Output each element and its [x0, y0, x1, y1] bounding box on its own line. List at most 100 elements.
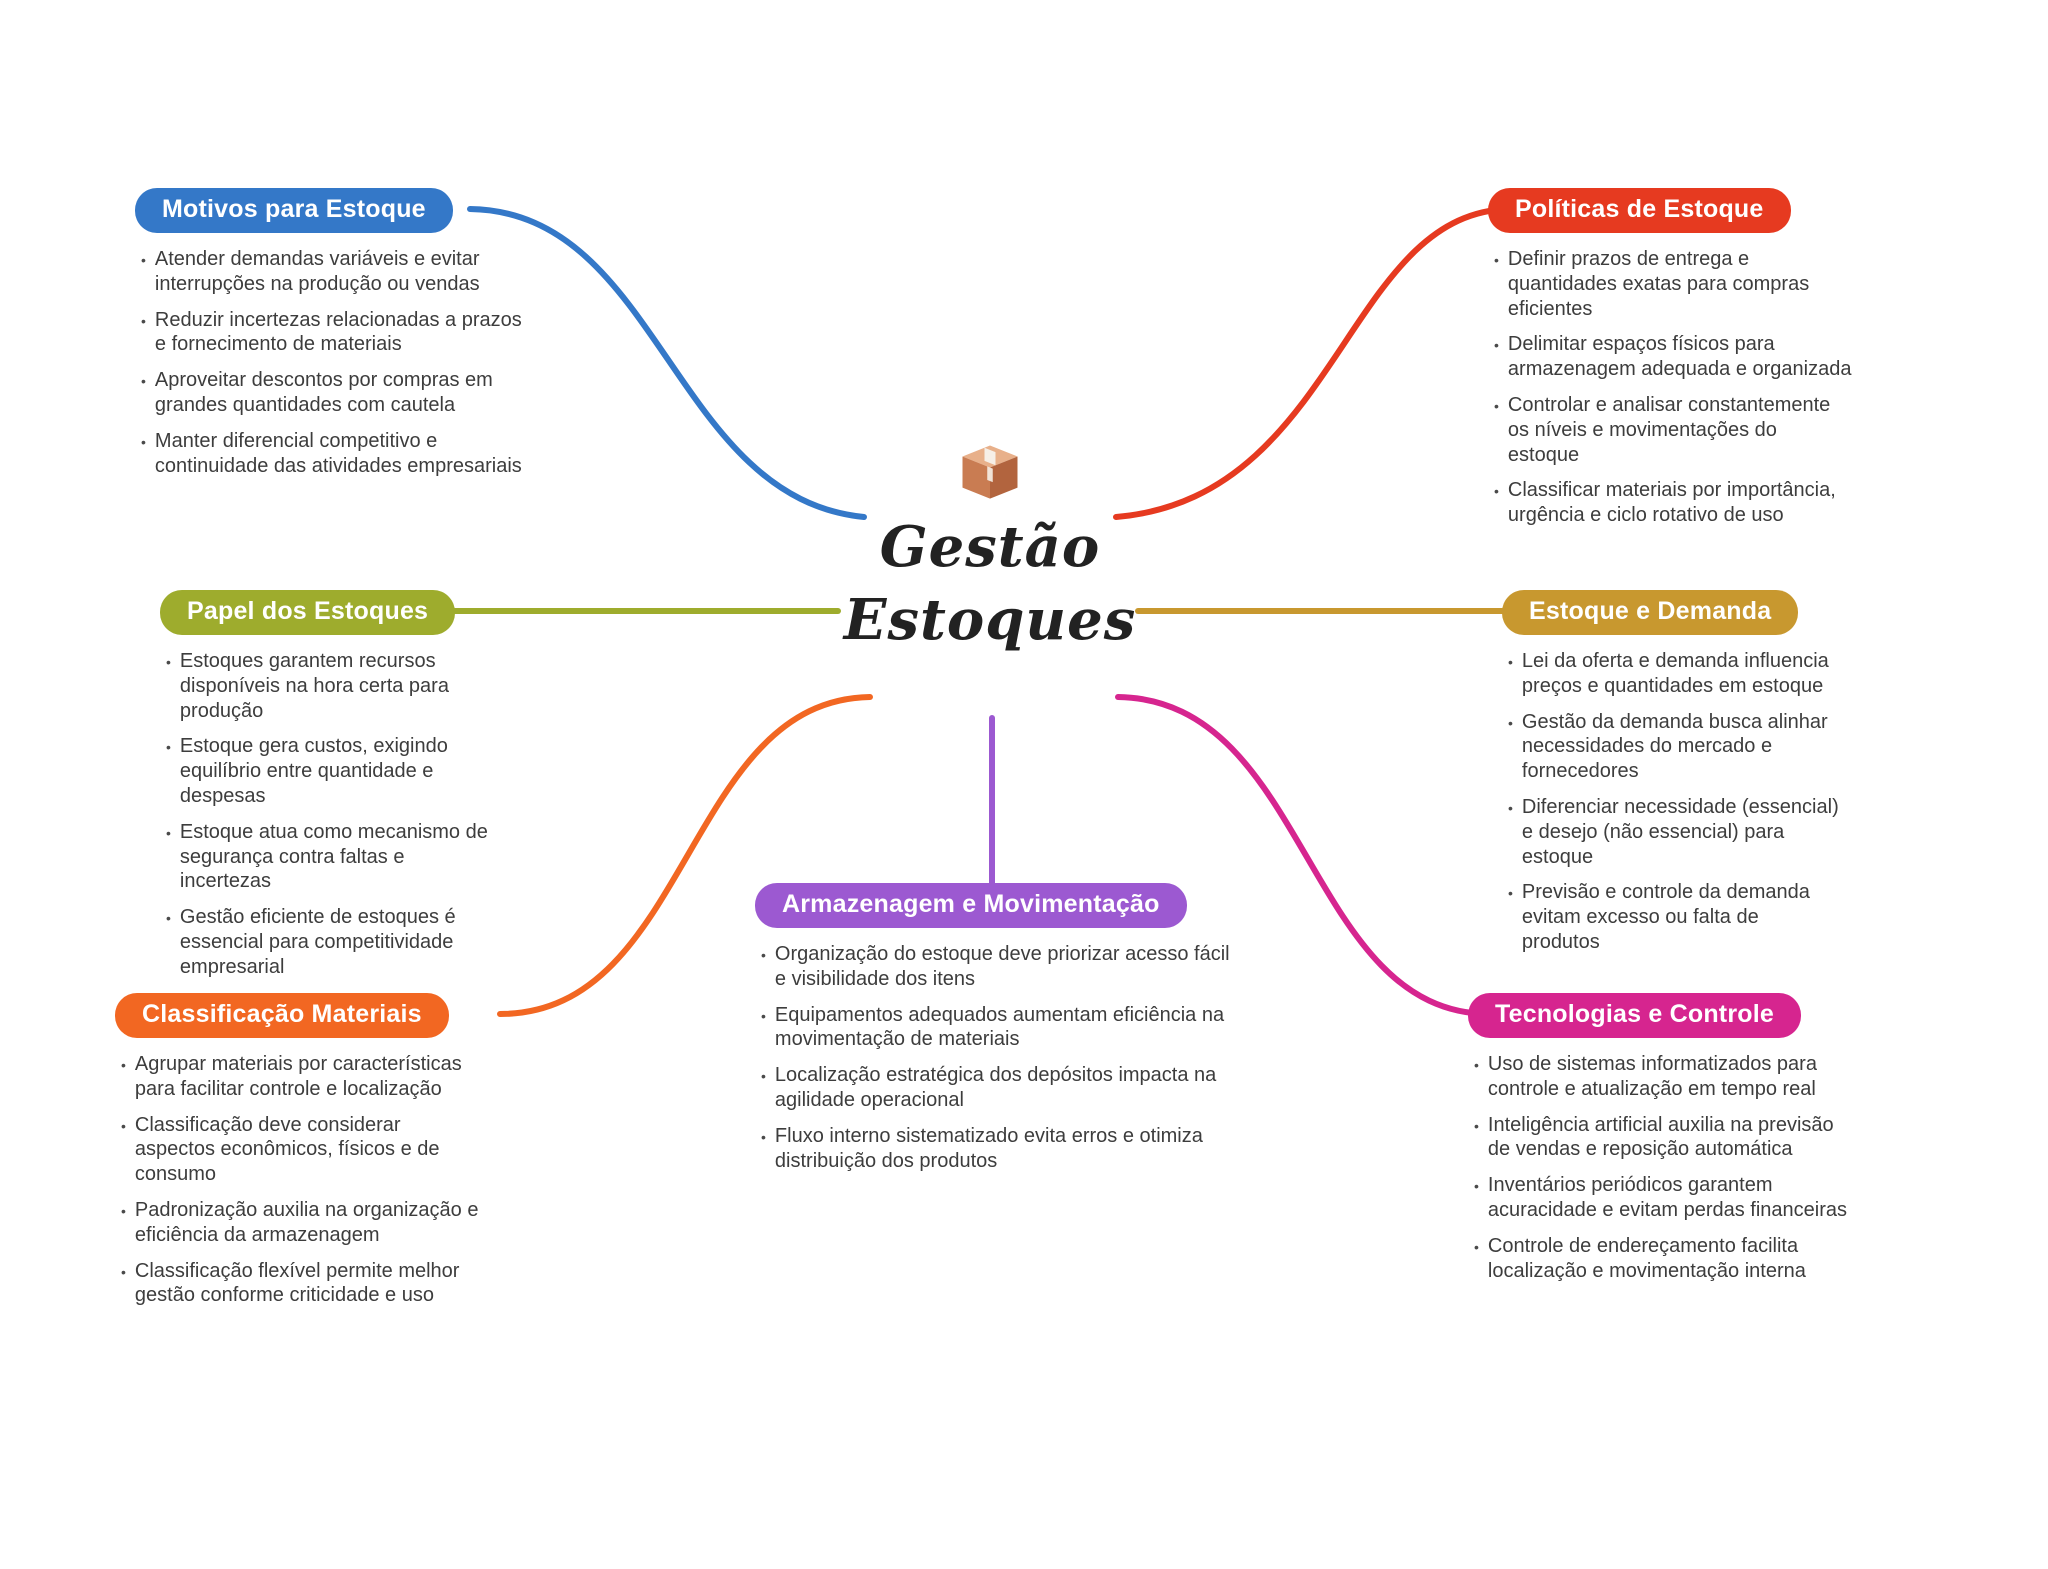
bullet-text: Uso de sistemas informatizados para cont… — [1487, 1053, 1817, 1100]
bullet-icon: • — [121, 1202, 126, 1219]
bullet-item: • Classificar materiais por importância, … — [1494, 478, 1853, 528]
branch-armazenagem-movimentacao: Armazenagem e Movimentação •Organização … — [755, 883, 1235, 1184]
branch-header-papel-dos-estoques: Papel dos Estoques — [160, 590, 456, 635]
bullet-icon: • — [761, 1007, 766, 1024]
bullet-icon: • — [141, 312, 146, 329]
bullet-icon: • — [1494, 252, 1499, 268]
bullet-icon: • — [141, 373, 146, 390]
bullet-icon: • — [1508, 714, 1513, 731]
bullet-item: • Gestão da demanda busca alinhar necessi… — [1508, 710, 1842, 784]
bullet-text: Fluxo interno sistematizado evita erros … — [774, 1124, 1203, 1172]
bullet-text: Classificação deve considerar aspectos e… — [134, 1113, 440, 1186]
branch-bullets: •Organização do estoque deve priorizar a… — [755, 942, 1235, 1173]
bullet-icon: • — [121, 1263, 126, 1280]
branch-motivos-para-estoque: Motivos para Estoque • Atender demandas v… — [135, 188, 530, 489]
bullet-item: • Atender demandas variáveis e evitar int… — [141, 247, 530, 297]
bullet-text: Lei da oferta e demanda influencia preço… — [1521, 650, 1829, 697]
bullet-text: Reduzir incertezas relacionadas a prazos… — [154, 308, 522, 356]
bullet-icon: • — [141, 252, 146, 268]
bullet-item: • Padronização auxilia na organização e e… — [121, 1198, 480, 1248]
bullet-text: Atender demandas variáveis e evitar inte… — [154, 248, 480, 295]
bullet-icon: • — [141, 433, 146, 450]
bullet-icon: • — [1494, 397, 1499, 414]
bullet-item: • Definir prazos de entrega e quantidades… — [1494, 247, 1853, 321]
branch-bullets: • Atender demandas variáveis e evitar int… — [135, 247, 530, 478]
branch-header-classificacao-materiais: Classificação Materiais — [115, 993, 449, 1038]
bullet-item: • Manter diferencial competitivo e contin… — [141, 429, 530, 479]
center-title-line2: Estoques — [843, 586, 1137, 653]
bullet-item: • Reduzir incertezas relacionadas a prazo… — [141, 308, 530, 358]
bullet-text: Aproveitar descontos por compras em gran… — [154, 369, 493, 416]
bullet-text: Delimitar espaços físicos para armazenag… — [1507, 333, 1852, 381]
bullet-text: Localização estratégica dos depósitos im… — [774, 1064, 1217, 1111]
branch-header-motivos-para-estoque: Motivos para Estoque — [135, 188, 453, 233]
branch-header-tecnologias-e-controle: Tecnologias e Controle — [1468, 993, 1801, 1038]
bullet-icon: • — [761, 1068, 766, 1085]
bullet-icon: • — [166, 739, 171, 756]
bullet-item: • Diferenciar necessidade (essencial) e d… — [1508, 795, 1842, 869]
bullet-text: Agrupar materiais por características pa… — [134, 1053, 462, 1100]
bullet-icon: • — [166, 654, 171, 670]
bullet-item: • Agrupar materiais por características p… — [121, 1052, 480, 1102]
branch-bullets: • Definir prazos de entrega e quantidades… — [1488, 247, 1853, 528]
branch-estoque-e-demanda: Estoque e Demanda • Lei da oferta e deman… — [1502, 590, 1842, 966]
bullet-item: • Localização estratégica dos depósitos i… — [761, 1063, 1235, 1113]
bullet-icon: • — [166, 910, 171, 927]
bullet-icon: • — [1508, 654, 1513, 670]
bullet-item: • Previsão e controle da demanda evitam e… — [1508, 880, 1842, 954]
bullet-item: • Lei da oferta e demanda influencia preç… — [1508, 649, 1842, 699]
branch-bullets: • Agrupar materiais por características p… — [115, 1052, 480, 1308]
branch-politicas-de-estoque: Políticas de Estoque • Definir prazos de … — [1488, 188, 1853, 539]
bullet-text: Gestão da demanda busca alinhar necessid… — [1521, 710, 1828, 783]
connector-motivos-para-estoque — [467, 206, 867, 520]
bullet-text: Equipamentos adequados aumentam eficiênc… — [774, 1003, 1225, 1051]
bullet-text: Estoque gera custos, exigindo equilíbrio… — [179, 735, 448, 807]
branch-header-armazenagem-movimentacao: Armazenagem e Movimentação — [755, 883, 1187, 928]
package-icon — [962, 445, 1018, 499]
branch-classificacao-materiais: Classificação Materiais • Agrupar materia… — [115, 993, 480, 1319]
center-title-line1: Gestão — [879, 514, 1101, 580]
bullet-item: • Controle de endereçamento facilita loca… — [1474, 1234, 1853, 1284]
bullet-icon: • — [1508, 885, 1513, 902]
bullet-item: •Inteligência artificial auxilia na prev… — [1474, 1113, 1853, 1163]
bullet-icon: • — [166, 824, 171, 841]
bullet-item: • Equipamentos adequados aumentam eficiên… — [761, 1003, 1235, 1053]
bullet-text: Controle de endereçamento facilita local… — [1487, 1234, 1806, 1282]
connector-tecnologias-e-controle — [1115, 694, 1493, 1017]
bullet-icon: • — [761, 947, 766, 963]
center-node: Gestão Estoques — [830, 440, 1150, 657]
bullet-text: Estoque atua como mecanismo de segurança… — [179, 820, 488, 893]
branch-bullets: • Uso de sistemas informatizados para con… — [1468, 1052, 1853, 1283]
bullet-item: •Inventários periódicos garantem acuraci… — [1474, 1173, 1853, 1223]
branch-header-politicas-de-estoque: Políticas de Estoque — [1488, 188, 1791, 233]
bullet-icon: • — [1474, 1117, 1479, 1134]
bullet-item: •Uso de sistemas informatizados para con… — [1474, 1052, 1853, 1102]
bullet-text: Manter diferencial competitivo e continu… — [154, 429, 522, 477]
bullet-item: •Classificação flexível permite melhor g… — [121, 1259, 480, 1309]
bullet-item: • Estoque atua como mecanismo de seguranç… — [166, 820, 500, 894]
bullet-item: • Gestão eficiente de estoques é essencia… — [166, 905, 500, 979]
bullet-text: Definir prazos de entrega e quantidades … — [1507, 248, 1810, 320]
bullet-icon: • — [1474, 1238, 1479, 1255]
bullet-icon: • — [1494, 483, 1499, 500]
bullet-text: Padronização auxilia na organização e ef… — [134, 1198, 479, 1246]
bullet-icon: • — [121, 1117, 126, 1134]
bullet-icon: • — [761, 1128, 766, 1145]
bullet-item: •Estoques garantem recursos disponíveis … — [166, 649, 500, 723]
bullet-text: Diferenciar necessidade (essencial) e de… — [1521, 795, 1839, 868]
bullet-text: Gestão eficiente de estoques é essencial… — [179, 906, 456, 978]
bullet-item: • Estoque gera custos, exigindo equilíbri… — [166, 734, 500, 808]
bullet-text: Classificar materiais por importância, u… — [1507, 479, 1836, 527]
bullet-item: •Delimitar espaços físicos para armazena… — [1494, 332, 1853, 382]
bullet-item: • Classificação deve considerar aspectos … — [121, 1113, 480, 1187]
branch-papel-dos-estoques: Papel dos Estoques •Estoques garantem re… — [160, 590, 500, 991]
branch-bullets: •Estoques garantem recursos disponíveis … — [160, 649, 500, 980]
branch-header-estoque-e-demanda: Estoque e Demanda — [1502, 590, 1799, 635]
bullet-item: • Fluxo interno sistematizado evita erros… — [761, 1124, 1235, 1174]
bullet-icon: • — [1474, 1178, 1479, 1195]
bullet-icon: • — [121, 1057, 126, 1073]
bullet-text: Previsão e controle da demanda evitam ex… — [1521, 881, 1810, 953]
bullet-icon: • — [1508, 799, 1513, 816]
